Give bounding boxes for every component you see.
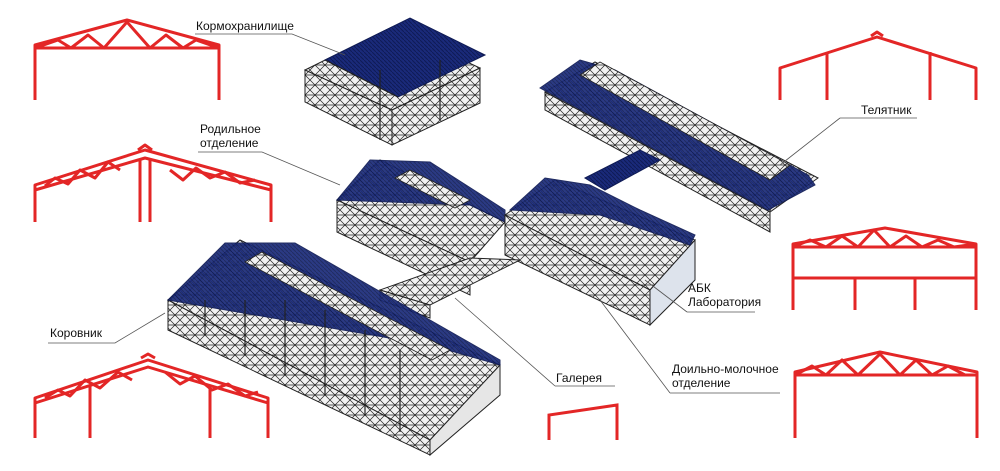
label-rodil-line1: Родильное	[200, 122, 261, 136]
leader-doil	[599, 299, 780, 394]
building-galer	[378, 257, 521, 319]
leader-galer	[454, 297, 615, 387]
label-doil-line2: отделение	[672, 376, 731, 390]
leader-lines	[48, 33, 917, 394]
frame-scheme-korov	[33, 352, 270, 438]
leader-abk	[644, 279, 755, 313]
label-abk-line1: АБК	[688, 281, 711, 295]
leader-korov	[48, 312, 166, 344]
frame-scheme-kormo	[33, 18, 221, 100]
building-abk	[504, 149, 696, 327]
label-kormo: Кормохранилище	[196, 19, 294, 33]
building-korov	[166, 239, 501, 457]
label-abk-line2: Лаборатория	[688, 295, 762, 309]
label-galer: Галерея	[556, 371, 603, 385]
label-telyat: Телятник	[861, 103, 912, 117]
frame-scheme-rodil	[33, 143, 273, 222]
building-kormo	[303, 17, 487, 146]
building-telyat	[539, 59, 819, 233]
label-doil: Доильно-молочное отделение	[672, 362, 779, 390]
label-doil-line1: Доильно-молочное	[672, 362, 779, 376]
leader-rodil	[198, 151, 341, 186]
leader-kormo	[195, 33, 346, 56]
frame-scheme-abk	[791, 226, 978, 310]
label-rodil: Родильное отделение	[200, 122, 261, 150]
frame-scheme-doil	[793, 350, 979, 438]
frame-scheme-telyat	[778, 30, 978, 100]
label-abk: АБК Лаборатория	[688, 281, 761, 309]
label-rodil-line2: отделение	[200, 136, 259, 150]
label-korov: Коровник	[50, 326, 102, 340]
frame-scheme-galer	[547, 403, 619, 440]
leader-telyat	[779, 117, 917, 166]
